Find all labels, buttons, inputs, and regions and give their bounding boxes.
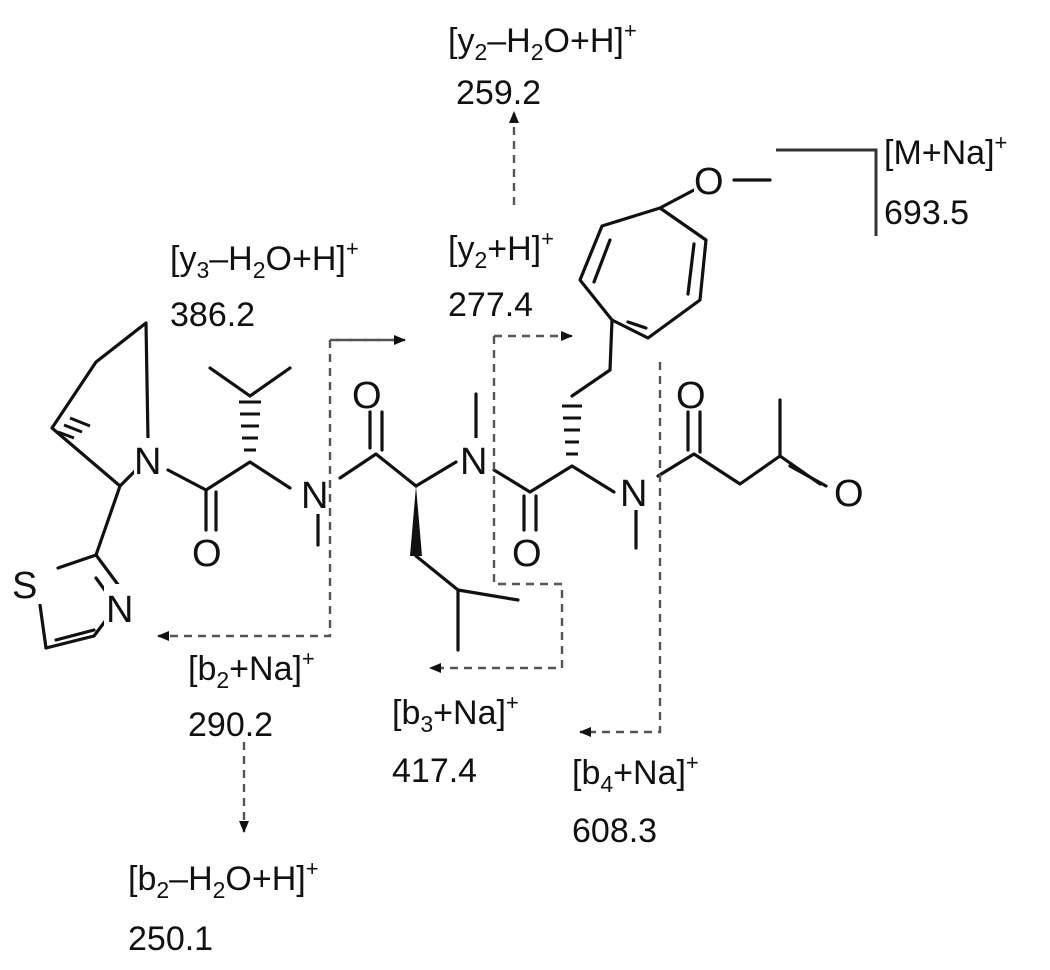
stereo-hash-3 [562,404,582,456]
stereo-hash-2 [239,400,261,452]
label-b4: [b4+Na]+ [572,750,699,797]
stereo-hash-1 [57,416,91,440]
thiazole-double-2 [54,628,96,642]
benzyl [570,318,614,398]
atom-o-3: O [512,533,542,575]
atom-n-4: N [620,473,647,515]
value-mna: 693.5 [884,194,969,232]
benzene-double-1 [592,238,612,284]
benzene-double-3 [626,320,648,330]
label-mna: [M+Na]+ [884,130,1007,172]
molecule-skeleton [38,178,828,652]
value-y2-h2o: 259.2 [456,74,541,112]
backbone-3 [414,460,458,488]
atom-n-1: N [134,441,161,483]
stereo-wedge [410,486,422,556]
cleavage-b4 [579,362,662,737]
isopropyl-1 [208,366,292,398]
atom-o-5: O [834,473,864,515]
isobutyl [414,554,520,652]
atom-n-2: N [301,475,328,517]
label-y3-h2o: [y3–H2O+H]+ [170,236,359,283]
backbone-2 [338,452,418,488]
label-y2-h2o: [y2–H2O+H]+ [448,18,637,65]
benzene-double-2 [686,242,696,296]
atom-o-2: O [352,375,382,417]
cleavage-lines [157,111,878,833]
value-y3-h2o: 386.2 [170,296,255,334]
benzene-ring [578,206,708,340]
mna-bracket [776,148,878,236]
label-b3: [b3+Na]+ [392,690,519,737]
aryl-o [658,188,696,210]
value-b4: 608.3 [572,812,657,850]
value-y2: 277.4 [448,286,533,324]
value-b2: 290.2 [188,706,273,744]
acyl-chain [656,452,822,486]
atom-labels: N N N N O O O O O O S N [10,158,864,631]
atom-n-3: N [460,441,487,483]
atom-o-4: O [676,375,706,417]
bond-to-thiazole [94,484,122,557]
cleavage-y2-b3 [429,336,564,673]
atom-o-1: O [192,533,222,575]
label-b2: [b2+Na]+ [188,646,315,693]
backbone-4 [492,464,616,494]
ketone-double [788,464,828,488]
label-b2-h2o: [b2–H2O+H]+ [128,856,319,903]
backbone-1 [166,460,292,492]
atom-n-thiazole: N [106,589,133,631]
value-b3: 417.4 [392,752,477,790]
label-y2: [y2+H]+ [448,226,554,273]
value-b2-h2o: 250.1 [128,920,213,958]
atom-s: S [12,565,37,607]
atom-o-methoxy: O [694,161,724,203]
fragment-labels: [y2–H2O+H]+ 259.2 [y2+H]+ 277.4 [y3–H2O+… [128,18,1007,958]
